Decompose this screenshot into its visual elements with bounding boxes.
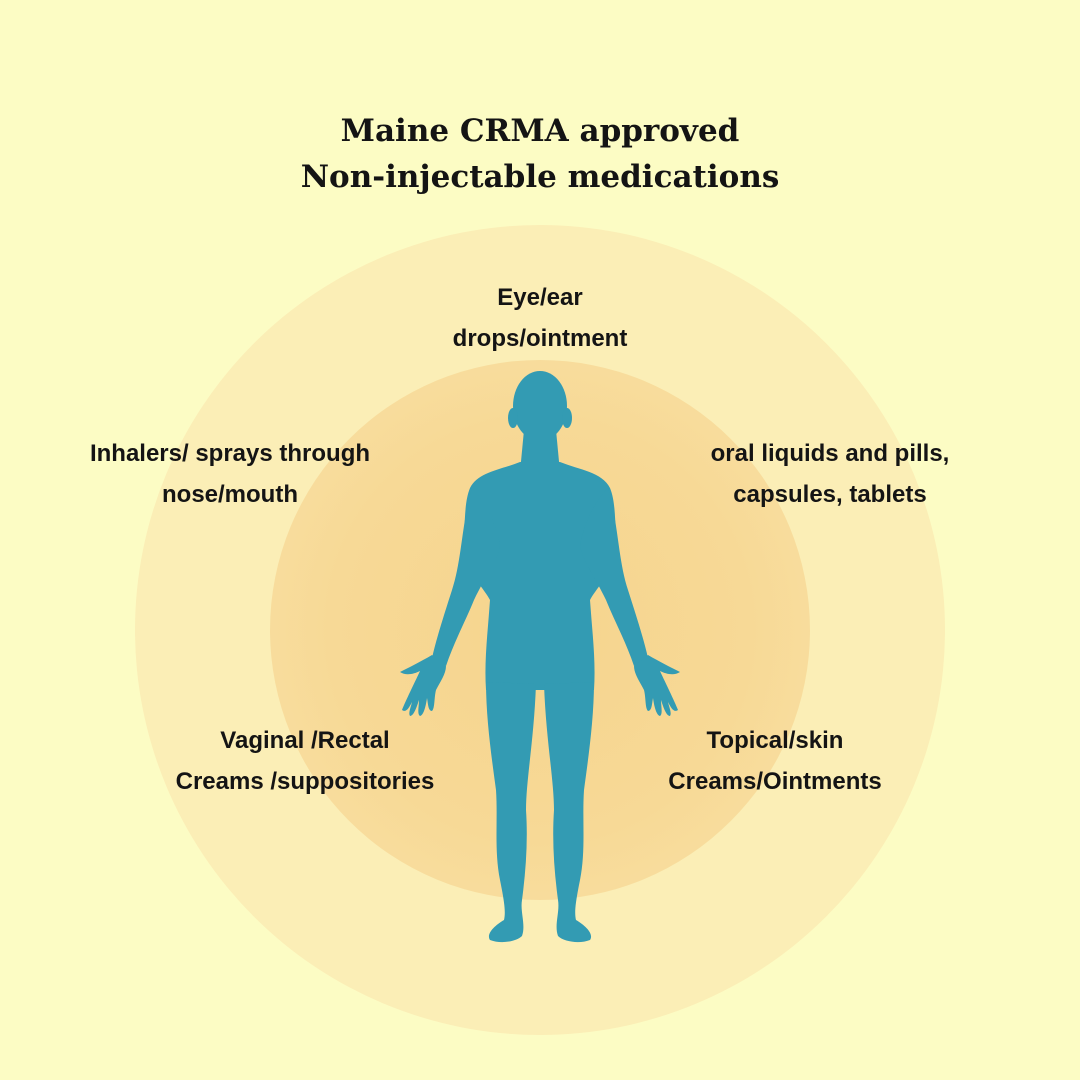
label-vaginal-rectal-line-2: Creams /suppositories bbox=[175, 768, 435, 795]
label-inhalers-line-2: nose/mouth bbox=[162, 481, 298, 508]
label-eye-ear: Eye/ear drops/ointment bbox=[390, 277, 690, 359]
label-vaginal-rectal-line-1: Vaginal /Rectal bbox=[220, 727, 390, 754]
label-topical-line-2: Creams/Ointments bbox=[668, 768, 882, 795]
label-eye-ear-line-1: Eye/ear bbox=[497, 284, 583, 311]
label-oral-line-1: oral liquids and pills, bbox=[710, 440, 950, 467]
label-topical: Topical/skin Creams/Ointments bbox=[620, 720, 930, 802]
diagram-title: Maine CRMA approved Non-injectable medic… bbox=[0, 108, 1080, 200]
label-inhalers-line-1: Inhalers/ sprays through bbox=[89, 440, 371, 467]
label-vaginal-rectal: Vaginal /Rectal Creams /suppositories bbox=[140, 720, 470, 802]
label-inhalers: Inhalers/ sprays through nose/mouth bbox=[40, 433, 420, 515]
title-line-1: Maine CRMA approved bbox=[340, 113, 740, 149]
title-line-2: Non-injectable medications bbox=[300, 159, 780, 195]
label-oral-line-2: capsules, tablets bbox=[733, 481, 927, 508]
label-eye-ear-line-2: drops/ointment bbox=[452, 325, 628, 352]
label-oral: oral liquids and pills, capsules, tablet… bbox=[660, 433, 1000, 515]
human-body-silhouette-icon bbox=[400, 371, 680, 943]
label-topical-line-1: Topical/skin bbox=[706, 727, 844, 754]
